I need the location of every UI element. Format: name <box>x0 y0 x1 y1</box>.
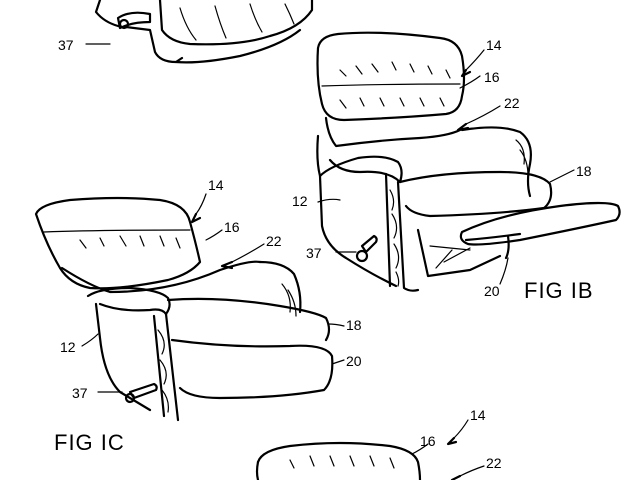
bottom-label-14: 14 <box>470 407 486 423</box>
top-recliner-partial: 37 <box>58 0 314 64</box>
fig-1c-label-18: 18 <box>346 317 362 333</box>
fig-1b-label-20: 20 <box>484 283 500 299</box>
fig-1b-label-14: 14 <box>486 37 502 53</box>
fig-1b-label-18: 18 <box>576 163 592 179</box>
fig-1b-label-22: 22 <box>504 95 520 111</box>
fig-1b-caption: FIG IB <box>524 278 594 303</box>
fig-1b-label-16: 16 <box>484 69 500 85</box>
fig-1c-label-12: 12 <box>60 339 76 355</box>
bottom-label-22: 22 <box>486 455 502 471</box>
label-37-top: 37 <box>58 37 74 53</box>
fig-1b-recliner <box>316 31 621 292</box>
fig-1b-label-12: 12 <box>292 193 308 209</box>
fig-1c-label-37: 37 <box>72 385 88 401</box>
fig-1c-label-14: 14 <box>208 177 224 193</box>
bottom-label-16: 16 <box>420 433 436 449</box>
fig-1c-label-16: 16 <box>224 219 240 235</box>
fig-1c-label-20: 20 <box>346 353 362 369</box>
fig-1b-label-37: 37 <box>306 245 322 261</box>
fig-1c-caption: FIG IC <box>54 430 125 455</box>
fig-1c-label-22: 22 <box>266 233 282 249</box>
fig-1c-recliner <box>34 193 345 422</box>
bottom-recliner-partial <box>255 419 485 480</box>
